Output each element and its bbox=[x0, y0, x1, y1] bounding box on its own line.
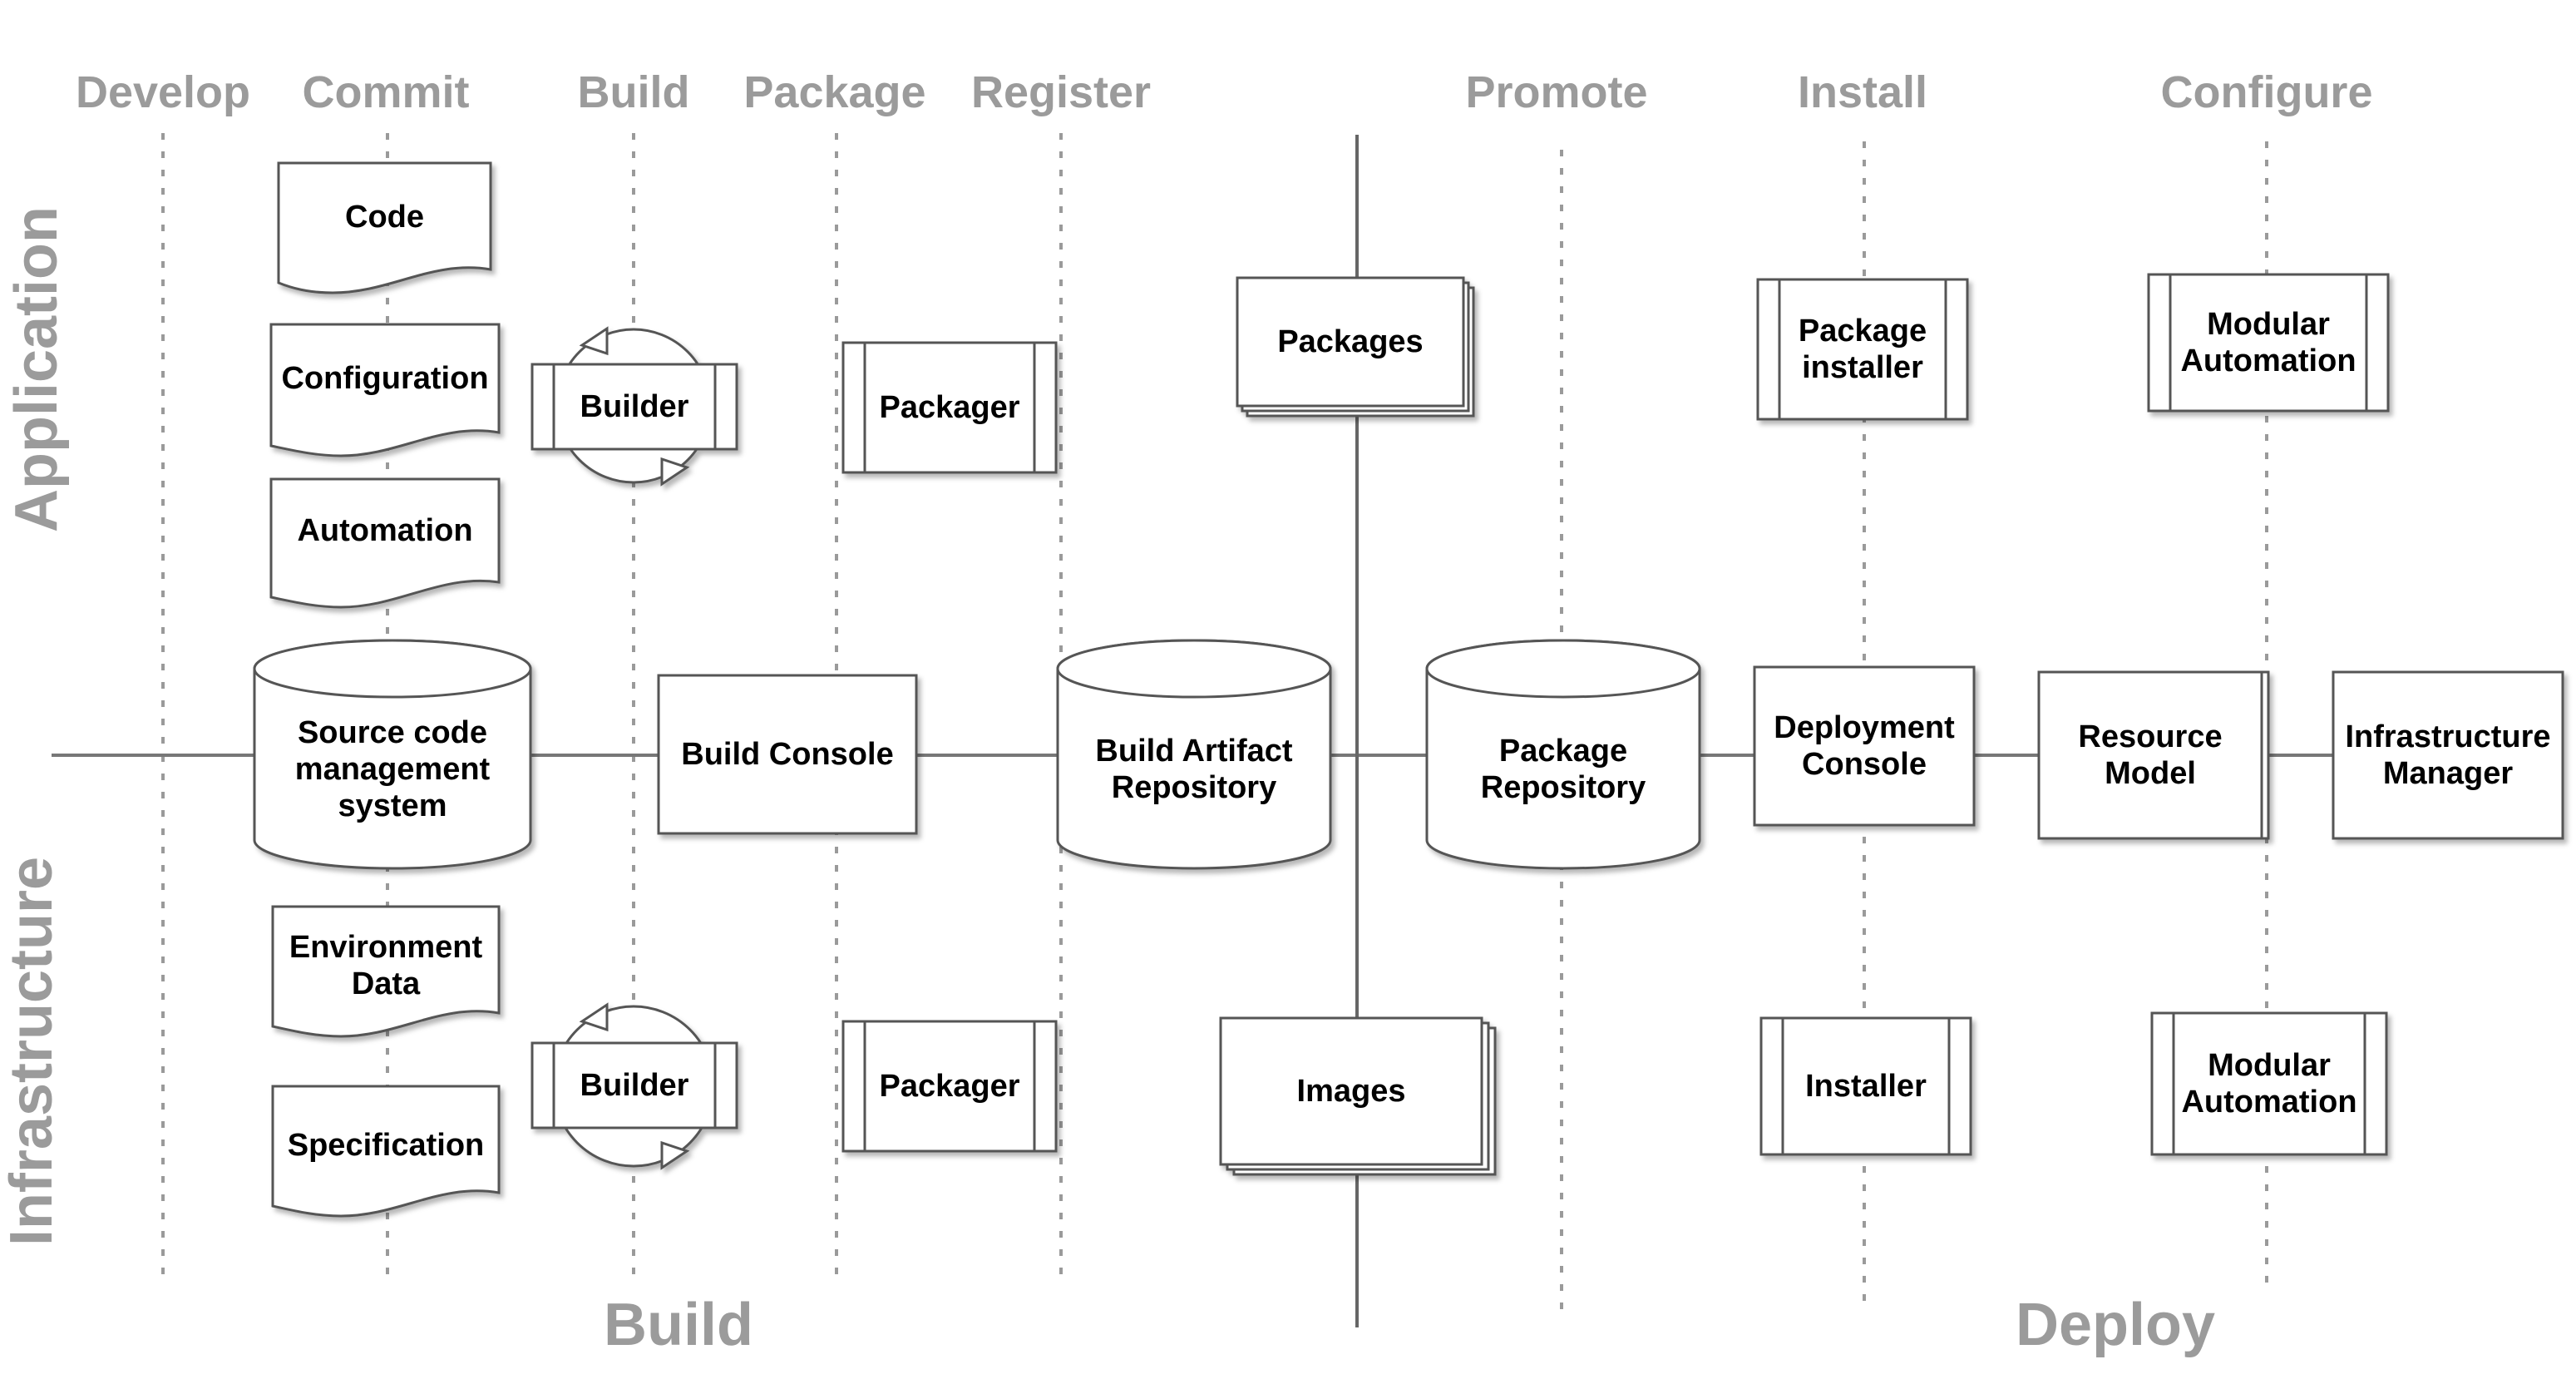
label-configuration: Configuration bbox=[281, 361, 489, 396]
label-environment-data: Environment Data bbox=[289, 930, 483, 1001]
app-packager-shape bbox=[841, 341, 1058, 474]
shapes bbox=[253, 161, 2564, 1218]
package-repository-cylinder-shape bbox=[1425, 639, 1701, 870]
label-packages: Packages bbox=[1277, 324, 1424, 359]
label-infra-modular-automation: Modular Automation bbox=[2181, 1048, 2357, 1120]
installer-shape bbox=[1759, 1016, 1972, 1156]
label-build-artifact-repository: Build Artifact Repository bbox=[1095, 734, 1293, 805]
app-modular-automation-shape bbox=[2147, 273, 2390, 413]
images-stack-shape bbox=[1219, 1016, 1497, 1176]
code-document-shape bbox=[277, 161, 492, 294]
phase-build: Build bbox=[577, 67, 690, 117]
label-package-installer: Package installer bbox=[1798, 314, 1927, 385]
label-infrastructure-manager: Infrastructure Manager bbox=[2345, 719, 2551, 791]
label-images: Images bbox=[1296, 1074, 1406, 1109]
build-console-shape bbox=[657, 674, 918, 835]
phase-commit: Commit bbox=[302, 67, 470, 117]
section-label-build: Build bbox=[604, 1292, 753, 1358]
label-infra-builder: Builder bbox=[580, 1068, 689, 1103]
row-label-infrastructure: Infrastructure bbox=[0, 856, 65, 1247]
row-label-application: Application bbox=[3, 206, 70, 532]
app-builder-shape bbox=[530, 326, 738, 487]
resource-model-shape bbox=[2037, 670, 2270, 840]
infrastructure-manager-shape bbox=[2332, 670, 2564, 840]
scm-cylinder-shape bbox=[253, 639, 532, 870]
specification-document-shape bbox=[271, 1085, 501, 1218]
packages-stack-shape bbox=[1236, 276, 1475, 418]
phase-develop: Develop bbox=[75, 67, 251, 117]
phase-configure: Configure bbox=[2160, 67, 2373, 117]
environment-data-document-shape bbox=[271, 905, 501, 1038]
label-app-packager: Packager bbox=[879, 390, 1020, 425]
label-deployment-console: Deployment Console bbox=[1774, 710, 1955, 782]
label-automation: Automation bbox=[297, 513, 473, 548]
deployment-console-shape bbox=[1753, 665, 1976, 827]
phase-package: Package bbox=[743, 67, 926, 117]
label-build-console: Build Console bbox=[681, 737, 894, 772]
phase-register: Register bbox=[970, 67, 1152, 117]
configuration-document-shape bbox=[269, 323, 501, 457]
label-resource-model: Resource Model bbox=[2078, 719, 2223, 791]
phase-install: Install bbox=[1797, 67, 1928, 117]
label-installer: Installer bbox=[1805, 1069, 1927, 1104]
label-package-repository: Package Repository bbox=[1480, 734, 1646, 805]
label-specification: Specification bbox=[287, 1128, 485, 1163]
package-installer-shape bbox=[1756, 278, 1969, 421]
automation-document-shape bbox=[269, 477, 501, 609]
label-code: Code bbox=[345, 200, 424, 235]
section-label-deploy: Deploy bbox=[2015, 1292, 2216, 1358]
label-source-code-management: Source code management system bbox=[294, 715, 491, 823]
build-artifact-cylinder-shape bbox=[1056, 639, 1332, 870]
infra-modular-automation-shape bbox=[2150, 1011, 2388, 1156]
label-app-builder: Builder bbox=[580, 389, 689, 424]
label-infra-packager: Packager bbox=[879, 1069, 1020, 1104]
label-app-modular-automation: Modular Automation bbox=[2180, 307, 2356, 378]
infra-packager-shape bbox=[841, 1020, 1058, 1153]
infra-builder-shape bbox=[530, 1002, 738, 1170]
phase-promote: Promote bbox=[1465, 67, 1648, 117]
